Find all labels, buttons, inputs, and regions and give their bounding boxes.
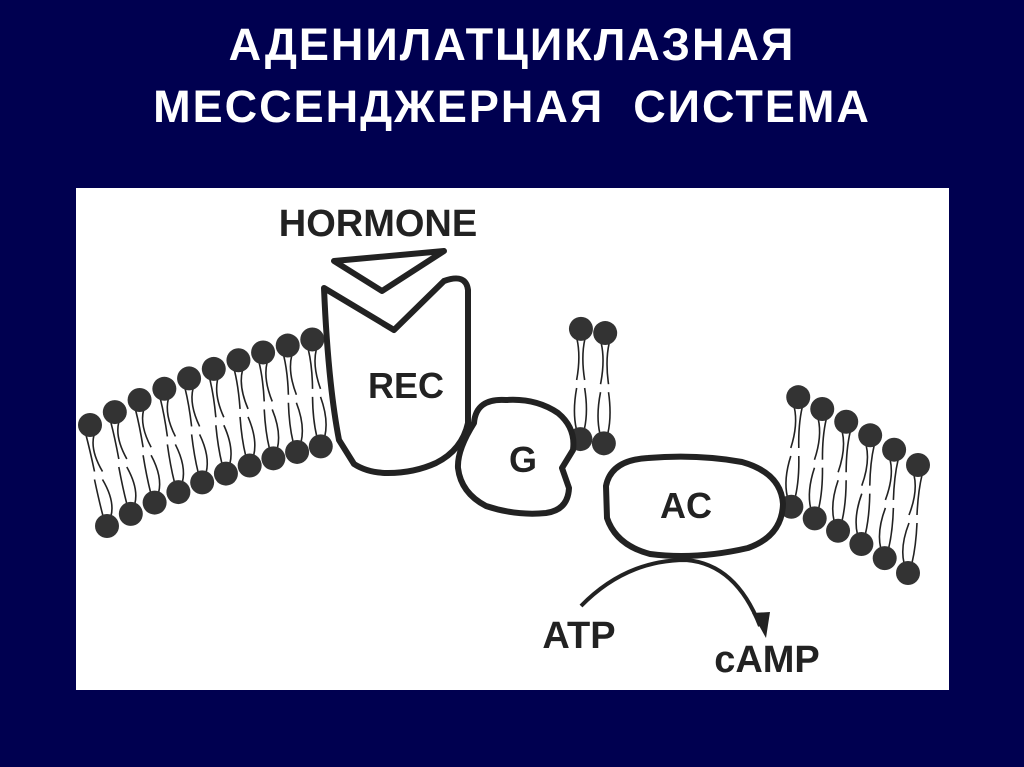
lipid-tail	[117, 421, 137, 505]
receptor-shape	[321, 275, 471, 476]
hormone-shape	[331, 248, 447, 294]
hormone-label: HORMONE	[279, 203, 477, 245]
lipid-tail	[902, 474, 916, 564]
lipid-head-outer	[275, 333, 300, 358]
lipid-tail	[864, 445, 875, 535]
lipid-head-outer	[593, 321, 618, 346]
lipid-tail	[911, 474, 923, 564]
adenylate-cyclase-label: AC	[660, 485, 712, 526]
lipid-tail	[808, 418, 821, 509]
slide-title-line-1: АДЕНИЛАТЦИКЛАЗНАЯ	[228, 19, 796, 70]
lipid-tail	[141, 409, 161, 493]
lipid-head-outer	[810, 397, 835, 422]
lipid-head-inner	[261, 446, 286, 471]
lipid-tail	[831, 431, 845, 521]
lipid-head-outer	[834, 409, 859, 434]
lipid-head-inner	[190, 470, 215, 495]
lipid-tails	[85, 338, 923, 564]
lipid-tail	[878, 459, 893, 549]
slide-title: АДЕНИЛАТЦИКЛАЗНАЯ МЕССЕНДЖЕРНАЯ СИСТЕМА	[0, 14, 1024, 138]
lipid-tail	[233, 370, 247, 456]
lipid-tail	[134, 409, 152, 493]
lipid-head-outer	[177, 366, 202, 391]
lipid-tail	[215, 378, 232, 464]
g-protein-shape	[454, 396, 577, 517]
lipid-head-inner	[802, 506, 827, 531]
adenylate-cyclase-shape	[603, 453, 786, 559]
lipid-tail	[184, 388, 199, 473]
lipid-tail	[785, 406, 797, 497]
lipid-head-inner	[308, 434, 333, 459]
lipid-tail	[606, 342, 611, 434]
lipid-tail	[289, 355, 304, 443]
slide-title-line-2: МЕССЕНДЖЕРНАЯ СИСТЕМА	[153, 81, 871, 132]
lipid-tail	[240, 370, 256, 456]
lipid-tail	[841, 431, 852, 521]
lipid-head-outer	[882, 437, 907, 462]
arrow-head	[752, 612, 770, 638]
lipid-tail	[582, 338, 588, 430]
lipid-head-inner	[166, 480, 191, 505]
atp-label: ATP	[542, 615, 615, 657]
lipid-head-inner	[826, 518, 851, 543]
lipid-head-outer	[78, 413, 102, 437]
lipid-head-inner	[285, 439, 310, 464]
lipid-head-outer	[226, 348, 251, 373]
lipid-tail	[794, 406, 804, 497]
lipid-head-outer	[786, 385, 811, 410]
lipid-head-outer	[201, 356, 226, 381]
lipid-tail	[258, 362, 271, 449]
membrane-diagram-svg: HORMONE REC G AC ATP cAMP	[78, 203, 930, 681]
lipid-head-outer	[906, 453, 930, 477]
g-protein-label: G	[509, 439, 537, 480]
lipid-head-inner	[849, 532, 874, 557]
lipid-tail	[282, 355, 294, 443]
lipid-tail	[85, 434, 104, 517]
lipid-tail	[265, 362, 280, 449]
lipid-tail	[307, 349, 318, 437]
lipid-head-inner	[118, 501, 143, 526]
lipid-tail	[573, 338, 580, 430]
lipid-tail	[855, 445, 869, 535]
lipid-head-inner	[95, 514, 119, 538]
lipid-tail	[159, 398, 176, 483]
lipid-tail	[166, 398, 185, 483]
camp-label: cAMP	[714, 639, 820, 681]
lipid-head-inner	[591, 431, 616, 456]
lipid-tail	[191, 388, 209, 473]
lipid-tail	[208, 378, 223, 464]
lipid-head-inner	[237, 453, 262, 478]
lipid-head-outer	[300, 327, 325, 352]
lipid-tail	[817, 418, 828, 509]
lipid-tail	[887, 459, 899, 549]
lipid-head-inner	[142, 490, 167, 515]
reaction-arrow	[579, 557, 762, 627]
lipid-head-outer	[102, 400, 127, 425]
lipid-head-outer	[251, 340, 276, 365]
lipid-head-inner	[896, 561, 920, 585]
receptor-label: REC	[368, 365, 444, 406]
lipid-tail	[110, 421, 128, 505]
membrane-diagram: HORMONE REC G AC ATP cAMP	[76, 188, 949, 690]
lipid-tail	[314, 349, 327, 437]
lipid-head-outer	[127, 388, 152, 413]
lipid-head-outer	[152, 376, 177, 401]
lipid-tail	[597, 342, 604, 434]
lipid-head-outer	[858, 423, 883, 448]
lipid-head-inner	[872, 546, 897, 571]
lipid-head-outer	[568, 316, 593, 341]
lipid-heads	[78, 316, 930, 585]
lipid-head-inner	[213, 461, 238, 486]
lipid-tail	[92, 434, 113, 517]
